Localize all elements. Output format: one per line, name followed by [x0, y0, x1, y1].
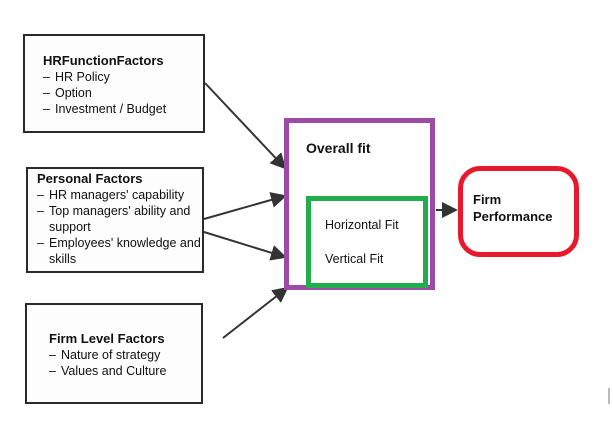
list-item: –Employees' knowledge and skills — [37, 236, 201, 266]
dash-bullet: – — [43, 70, 50, 84]
list-item: –HR Policy — [43, 70, 110, 84]
firm-level-factors-box: Firm Level Factors –Nature of strategy –… — [25, 303, 203, 404]
overall-fit-box: Overall fit Horizontal Fit Vertical Fit — [284, 118, 435, 290]
hr-function-factors-title: HRFunctionFactors — [43, 53, 164, 68]
arrow-personal-to-overall-upper — [203, 192, 287, 220]
firm-level-factors-title: Firm Level Factors — [49, 331, 165, 346]
arrow-personal-to-overall-lower — [203, 231, 287, 261]
list-item: –Top managers' ability and support — [37, 204, 191, 234]
list-item: –Values and Culture — [49, 364, 167, 378]
firm-performance-label-line2: Performance — [473, 209, 553, 224]
dash-bullet: – — [43, 102, 50, 116]
personal-factors-box: Personal Factors –HR managers' capabilit… — [26, 167, 204, 273]
firm-performance-label-line1: Firm — [473, 192, 502, 207]
arrow-hr-to-overall — [204, 82, 287, 170]
dash-bullet: – — [49, 348, 56, 362]
list-item: –HR managers' capability — [37, 188, 185, 202]
dash-bullet: – — [37, 236, 44, 250]
personal-factors-title: Personal Factors — [37, 171, 143, 186]
dash-bullet: – — [37, 188, 44, 202]
firm-performance-box: Firm Performance — [458, 166, 579, 257]
dash-bullet: – — [37, 204, 44, 218]
vertical-fit-label: Vertical Fit — [325, 252, 384, 266]
arrow-firm-to-overall — [222, 286, 289, 339]
fit-types-box: Horizontal Fit Vertical Fit — [306, 196, 428, 288]
hr-function-factors-box: HRFunctionFactors –HR Policy –Option –In… — [23, 34, 205, 133]
list-item: –Nature of strategy — [49, 348, 161, 362]
dash-bullet: – — [49, 364, 56, 378]
horizontal-fit-label: Horizontal Fit — [325, 218, 399, 232]
list-item: –Option — [43, 86, 92, 100]
edge-divider — [608, 388, 610, 404]
list-item: –Investment / Budget — [43, 102, 167, 116]
dash-bullet: – — [43, 86, 50, 100]
overall-fit-label: Overall fit — [306, 140, 371, 156]
